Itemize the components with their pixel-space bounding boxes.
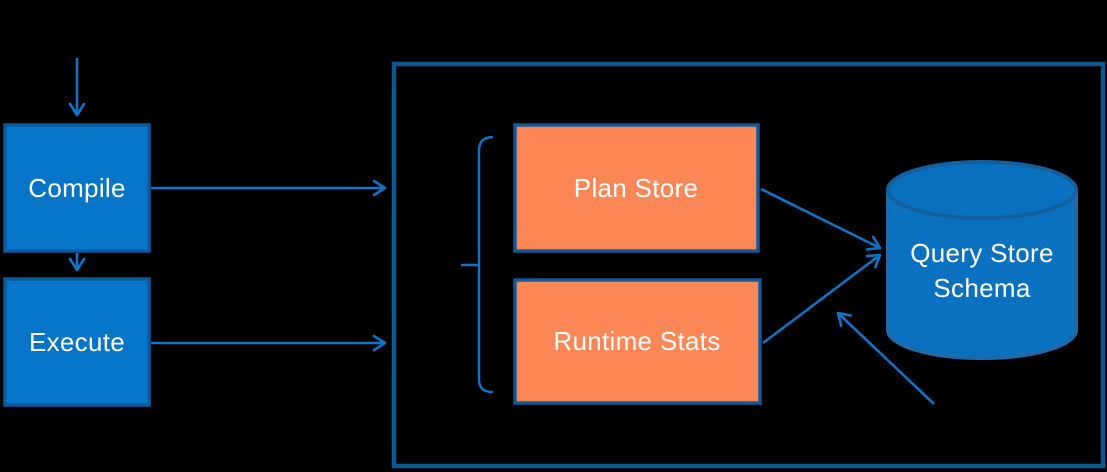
plan-store-label: Plan Store (574, 173, 698, 203)
query-store-container (391, 61, 1106, 469)
cylinder-top (886, 160, 1078, 220)
arrow-async-to-schema (836, 311, 935, 405)
execute-box (3, 277, 151, 407)
arrow-runtime-stats-to-schema (762, 253, 882, 345)
execute-label: Execute (29, 327, 125, 357)
runtime-stats-label: Runtime Stats (553, 326, 720, 356)
database-cylinder-icon (886, 160, 1078, 360)
arrow-plan-store-to-schema (760, 187, 882, 251)
cylinder-body (886, 190, 1078, 360)
plan-store-box (513, 123, 760, 253)
runtime-stats-box (513, 278, 762, 405)
compile-label: Compile (28, 173, 125, 203)
compile-box (3, 123, 151, 253)
query-store-schema-label-line2: Schema (933, 273, 1030, 303)
query-store-schema-label-line1: Query Store (910, 238, 1053, 268)
grouping-bracket (460, 135, 494, 394)
